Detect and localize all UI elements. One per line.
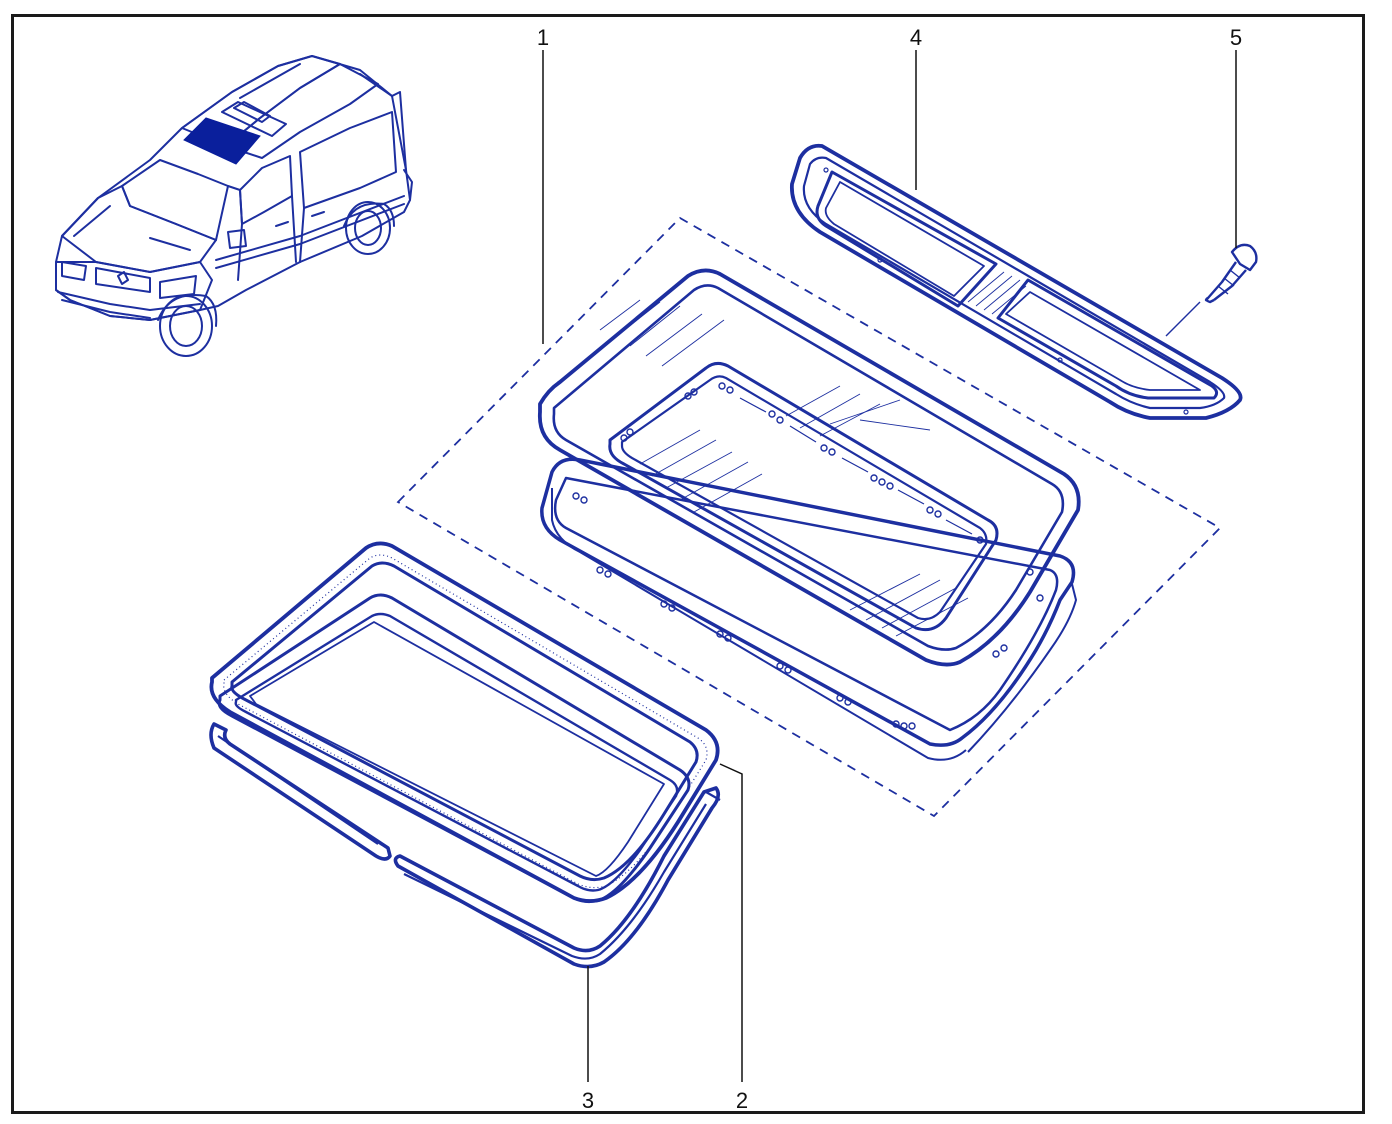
callout-label-1: 1 — [537, 25, 549, 50]
callout-label-5: 5 — [1230, 25, 1242, 50]
callout-leaders — [542, 50, 1237, 1082]
roof-glass-highlight — [183, 117, 261, 165]
part-5-screw — [1204, 243, 1258, 304]
part-3-lower-seal — [209, 722, 721, 969]
part-1-glass-panel-assembly — [396, 216, 1222, 818]
screw-insertion-line — [1165, 301, 1201, 337]
callout-label-3: 3 — [582, 1088, 594, 1113]
kit-dashed-outline — [396, 216, 1222, 818]
part-4-trim-frame — [790, 143, 1243, 420]
part-2-upper-seal — [209, 541, 720, 904]
callout-label-2: 2 — [736, 1088, 748, 1113]
vehicle-illustration — [55, 55, 413, 357]
callout-label-4: 4 — [910, 25, 922, 50]
diagram-frame — [11, 14, 1365, 1114]
